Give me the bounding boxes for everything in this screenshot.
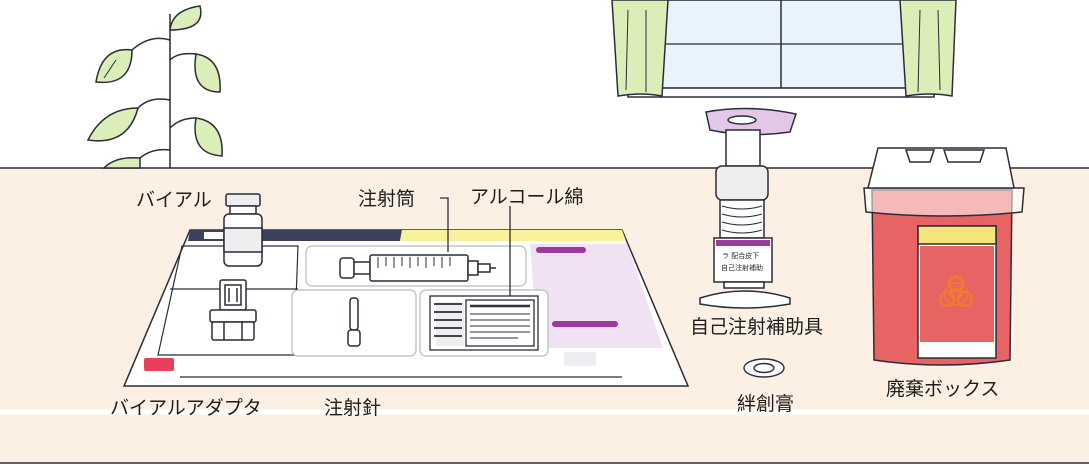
label-disposal-box: 廃棄ボックス — [886, 378, 1000, 400]
biohazard-icon — [938, 275, 974, 308]
vial — [223, 193, 263, 267]
syringe-leader — [440, 197, 449, 252]
tray — [122, 229, 690, 387]
label-self-injection-aid: 自己注射補助具 — [690, 316, 824, 338]
device-print-line2: 自己注射補助 — [721, 263, 763, 272]
plant — [86, 5, 223, 169]
label-vial: バイアル — [136, 189, 212, 211]
bandage — [743, 358, 785, 378]
label-bandage: 絆創膏 — [737, 393, 795, 415]
label-vial-adapter: バイアルアダプタ — [110, 397, 262, 419]
curtain-right — [899, 0, 957, 97]
label-needle: 注射針 — [324, 397, 382, 419]
label-alcohol-swab: アルコール綿 — [470, 186, 584, 208]
needle — [347, 297, 361, 347]
disposal-box — [863, 147, 1025, 366]
alcohol-swab — [429, 295, 539, 351]
syringe — [339, 254, 496, 282]
curtain-left — [611, 0, 669, 97]
label-syringe: 注射筒 — [358, 188, 416, 210]
vial-adapter — [209, 279, 257, 341]
self-injection-aid — [699, 107, 797, 309]
window — [627, 0, 935, 98]
device-print-line1: ラ 配合皮下 — [722, 251, 759, 260]
